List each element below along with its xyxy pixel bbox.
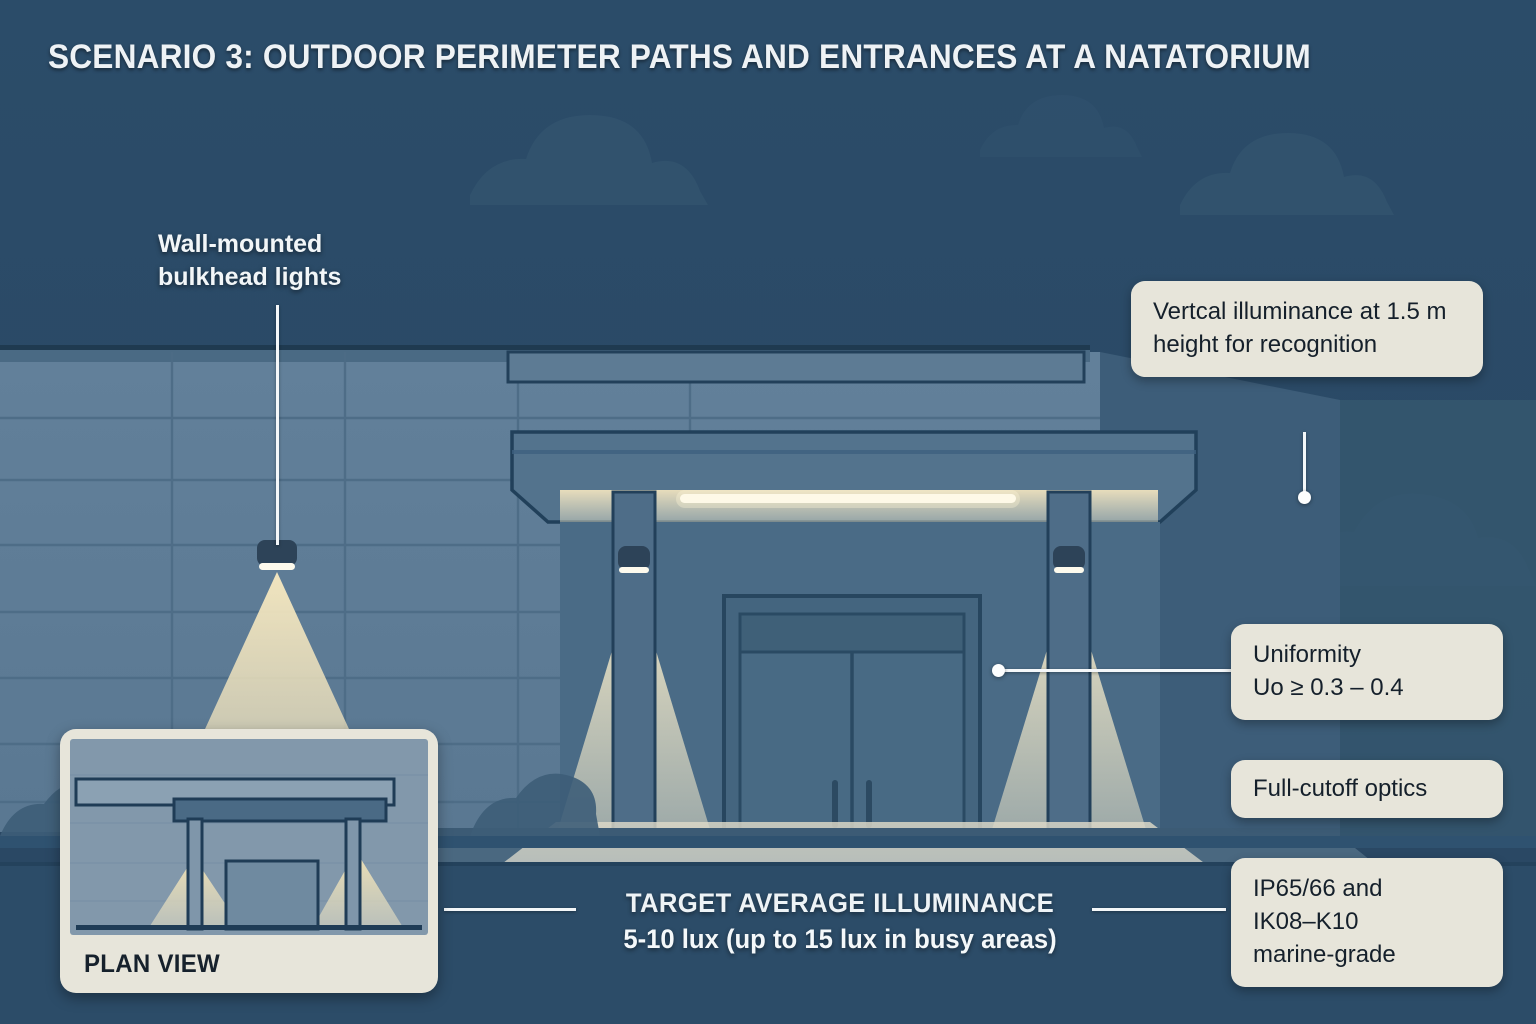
plan-view-drawing bbox=[70, 739, 428, 935]
callout-full-cutoff-optics[interactable]: Full-cutoff optics bbox=[1231, 760, 1503, 818]
leader-dot-vertical-illuminance bbox=[1298, 491, 1311, 504]
target-illuminance-value: 5-10 lux (up to 15 lux in busy areas) bbox=[623, 924, 1057, 954]
callout-vertical-illuminance[interactable]: Vertcal illuminance at 1.5 m height for … bbox=[1131, 281, 1483, 377]
leader-line-wall-light bbox=[276, 305, 279, 545]
entrance-column-right bbox=[1046, 490, 1092, 838]
leader-line-target-left bbox=[444, 908, 576, 911]
plan-view-inset[interactable]: PLAN VIEW bbox=[60, 729, 438, 993]
wall-light-icon-facade bbox=[257, 540, 297, 570]
leader-line-target-right bbox=[1092, 908, 1226, 911]
leader-line-vertical-illuminance bbox=[1303, 432, 1306, 498]
entrance-column-left bbox=[611, 490, 657, 838]
linear-luminaire-icon bbox=[680, 494, 1016, 503]
target-illuminance-heading: TARGET AVERAGE ILLUMINANCE bbox=[625, 888, 1055, 918]
leader-line-uniformity bbox=[999, 669, 1233, 672]
wall-light-icon-column-right bbox=[1053, 546, 1085, 573]
page-title: SCENARIO 3: OUTDOOR PERIMETER PATHS AND … bbox=[48, 38, 1311, 76]
door-transom bbox=[738, 612, 966, 654]
target-illuminance-block: TARGET AVERAGE ILLUMINANCE 5-10 lux (up … bbox=[580, 888, 1100, 955]
plan-view-label: PLAN VIEW bbox=[84, 950, 220, 978]
door-handle-left bbox=[832, 780, 838, 828]
cloud-shapes bbox=[470, 95, 1394, 215]
wall-light-icon-column-left bbox=[618, 546, 650, 573]
leader-dot-uniformity bbox=[992, 664, 1005, 677]
door-handle-right bbox=[866, 780, 872, 828]
